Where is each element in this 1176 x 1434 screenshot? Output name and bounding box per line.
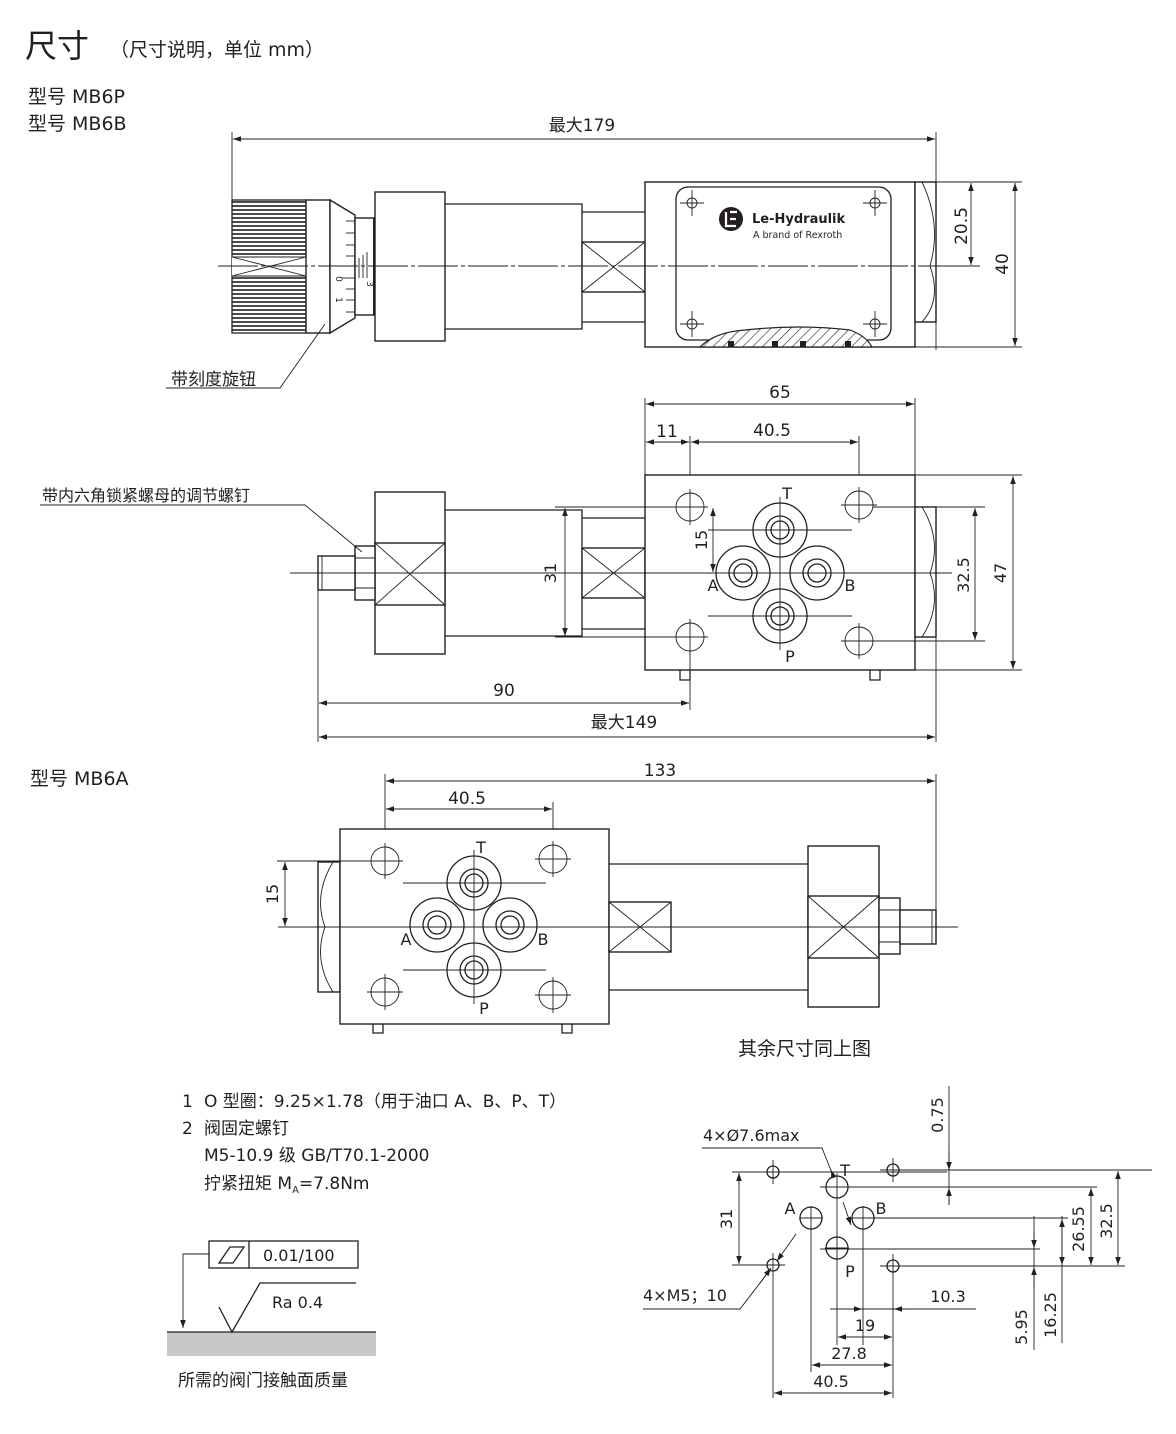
dim-label-31: 31 [717, 1209, 736, 1229]
page-title: 尺寸 [25, 27, 89, 65]
screw-label: 带内六角锁紧螺母的调节螺钉 [42, 486, 250, 505]
thread-label: 4×M5；10 [643, 1286, 727, 1305]
mounting-pattern: T A B P 4×Ø7.6max 4×M5；10 0.75 31 32.5 2… [643, 1086, 1152, 1398]
mounting-holes [367, 841, 571, 1013]
brand-logo: Le-Hydraulik A brand of Rexroth [719, 207, 846, 241]
dim-label-40-5: 40.5 [753, 421, 791, 441]
note-2-number: 2 [182, 1119, 193, 1139]
view-top-mb6a: 133 40.5 T A B P [263, 761, 958, 1060]
dim-label-179: 最大179 [549, 116, 615, 136]
flatness-symbol-icon [217, 1246, 246, 1264]
dim-label-11: 11 [656, 422, 678, 442]
note-2-torque: 拧紧扭矩 MA=7.8Nm [204, 1174, 369, 1196]
dim-label-16-25: 16.25 [1041, 1292, 1060, 1338]
dim-label-26-55: 26.55 [1069, 1206, 1088, 1252]
dim-label-5-95: 5.95 [1012, 1309, 1031, 1345]
dim-label-47: 47 [991, 563, 1010, 583]
roughness-value: Ra 0.4 [272, 1293, 323, 1312]
model-label-mb6p: 型号 MB6P [28, 86, 125, 108]
port-t-label: T [839, 1161, 850, 1180]
mounting-holes [680, 190, 887, 337]
note-2-spec: M5-10.9 级 GB/T70.1-2000 [204, 1146, 429, 1166]
dim-label-40: 40 [993, 253, 1013, 275]
dim-label-149: 最大149 [591, 713, 657, 733]
port-a-label: A [708, 576, 719, 595]
dim-label-65: 65 [769, 383, 791, 403]
scale-mark-3: 3 [364, 281, 374, 287]
model-label-mb6b: 型号 MB6B [28, 113, 127, 135]
dim-label-32-5: 32.5 [1097, 1203, 1116, 1239]
port-b-label: B [538, 930, 549, 949]
port-a-label: A [785, 1199, 796, 1218]
port-a-label: A [401, 930, 412, 949]
notes: 1 O 型圈：9.25×1.78（用于油口 A、B、P、T） 2 阀固定螺钉 M… [182, 1092, 566, 1196]
dim-label-15: 15 [263, 884, 282, 904]
dim-label-20-5: 20.5 [952, 207, 972, 245]
view-side-mb6p: 最大179 0 1 3 [166, 116, 1022, 390]
note-1-text: O 型圈：9.25×1.78（用于油口 A、B、P、T） [204, 1092, 566, 1112]
port-p-label: P [845, 1262, 855, 1281]
dim-label-27-8: 27.8 [831, 1344, 867, 1363]
surface-caption: 所需的阀门接触面质量 [178, 1371, 348, 1391]
port-b-label: B [876, 1199, 887, 1218]
view-top-mb6b: 65 11 40.5 T A [40, 383, 1022, 742]
dim-label-32-5: 32.5 [954, 557, 973, 593]
roughness-symbol-icon [218, 1282, 356, 1334]
dim-label-90: 90 [493, 681, 515, 701]
note-1-number: 1 [182, 1092, 193, 1112]
same-dimensions-note: 其余尺寸同上图 [738, 1038, 871, 1060]
model-label-mb6a: 型号 MB6A [30, 768, 129, 790]
port-p-label: P [785, 647, 795, 666]
logo-name: Le-Hydraulik [752, 212, 846, 227]
dim-label-133: 133 [644, 761, 676, 781]
hole-diameter-label: 4×Ø7.6max [703, 1126, 799, 1145]
dim-label-40-5: 40.5 [813, 1372, 849, 1391]
note-2-text: 阀固定螺钉 [204, 1119, 289, 1139]
logo-subtitle: A brand of Rexroth [753, 230, 842, 241]
port-p-label: P [479, 999, 489, 1018]
valve-body [644, 181, 916, 348]
knob-label: 带刻度旋钮 [171, 370, 256, 390]
dim-label-31: 31 [541, 563, 560, 583]
port-t-label: T [475, 838, 486, 857]
port-t-label: T [781, 484, 792, 503]
dim-label-15: 15 [692, 530, 711, 550]
page-subtitle: （尺寸说明，单位 mm） [110, 39, 324, 61]
scale-mark-0: 0 [333, 276, 343, 282]
port-b-label: B [845, 576, 856, 595]
dim-label-19: 19 [855, 1316, 875, 1335]
dim-label-40-5: 40.5 [448, 789, 486, 809]
surface-requirements: 0.01/100 Ra 0.4 所需的阀门接触面质量 [167, 1240, 376, 1391]
scale-mark-1: 1 [333, 297, 343, 303]
dim-label-0-75: 0.75 [928, 1097, 947, 1133]
dim-label-10-3: 10.3 [930, 1287, 966, 1306]
flatness-value: 0.01/100 [263, 1246, 335, 1265]
